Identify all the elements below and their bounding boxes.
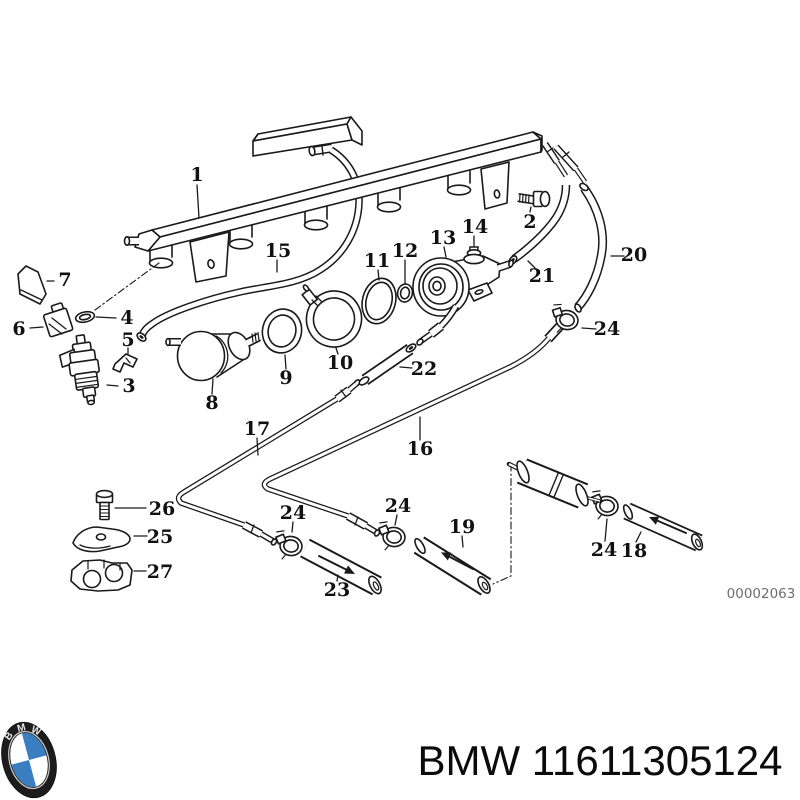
callout-14: 14 [462,216,488,238]
callout-1: 1 [190,164,203,186]
callout-24: 24 [385,495,411,517]
bmw-logo-icon: B M W [1,721,57,799]
clamp-ring-10 [301,284,363,348]
callout-11: 11 [364,250,390,272]
callout-6: 6 [12,318,25,340]
callout-2: 2 [523,211,536,233]
fuel-line-16 [261,322,564,537]
injector-cup [228,224,254,250]
callout-23: 23 [324,579,350,601]
callout-24: 24 [591,539,617,561]
hose-22 [358,343,417,386]
rail-bracket-left [189,231,230,283]
o-ring-11 [361,277,397,325]
o-ring-12 [396,283,414,303]
callout-10: 10 [327,352,353,374]
mounting-bar [252,116,363,157]
hose-clamp-24 [375,520,408,554]
clamp-plate-25 [72,526,131,553]
hose-20 [574,182,608,313]
callout-13: 13 [430,227,456,249]
alignment-lines [94,262,512,585]
connector-6 [42,302,74,338]
callout-17: 17 [244,418,270,440]
o-ring-9 [261,308,303,354]
logo-letter-m: M [16,722,27,735]
callout-9: 9 [279,367,292,389]
hose-23 [300,538,382,596]
pressure-regulator [412,255,514,346]
rail-bracket-right [480,161,510,210]
callout-22: 22 [411,358,437,380]
injector-cup [376,187,402,213]
part-number-text: BMW 11611305124 [417,737,782,784]
callout-25: 25 [147,526,173,548]
callout-24: 24 [280,502,306,524]
fuel-rail [123,131,543,252]
callout-20: 20 [621,244,647,266]
injector-cup [303,206,329,231]
fuel-filter [506,458,602,509]
fuel-injector-3 [58,334,100,406]
callout-7: 7 [58,269,71,291]
holder-27 [70,559,133,592]
hose-clamp-24 [588,489,621,523]
callout-12: 12 [392,240,418,262]
callout-16: 16 [407,438,433,460]
callout-5: 5 [121,329,134,351]
fuel-damper-8 [165,330,262,382]
bolt-2 [517,190,551,208]
injector-cup [446,170,472,196]
bolt-26 [95,489,114,521]
rail-end-pipes [542,142,588,184]
injector-cups [148,170,472,269]
callout-4: 4 [120,307,133,329]
callout-24: 24 [594,318,620,340]
hose-19 [413,536,492,596]
watermark-code: 00002063 [727,586,796,602]
o-ring-4 [74,310,96,324]
callout-15: 15 [265,240,291,262]
callout-19: 19 [449,516,475,538]
callout-26: 26 [149,498,175,520]
callouts: 1 2 3 4 5 6 7 8 9 10 11 12 13 14 15 16 1… [12,164,647,601]
fuel-line-17 [175,379,361,546]
hose-15 [136,146,363,342]
hose-18 [622,502,704,552]
clip-5 [112,353,138,373]
callout-3: 3 [122,375,135,397]
vacuum-fitting-14 [463,246,485,265]
callout-27: 27 [147,561,173,583]
callout-21: 21 [529,265,555,287]
protective-cap-7 [17,265,47,305]
hose-clamp-24 [272,529,305,563]
callout-8: 8 [205,392,218,414]
callout-18: 18 [621,540,647,562]
